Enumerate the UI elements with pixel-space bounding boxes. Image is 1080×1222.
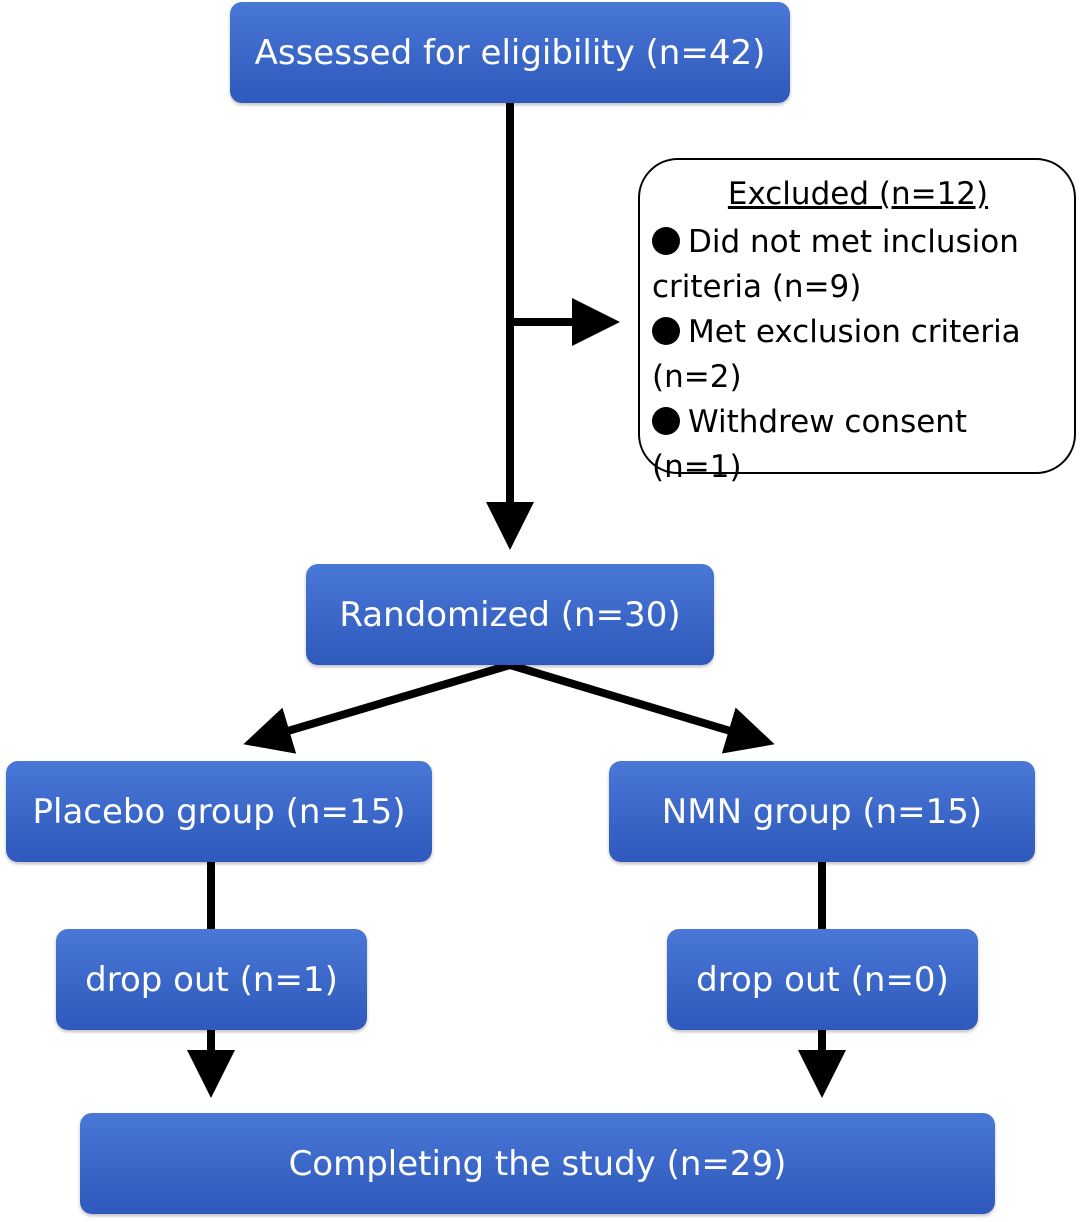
- bullet-icon: [652, 227, 680, 255]
- placebo-group-box: Placebo group (n=15): [6, 761, 432, 862]
- dropout-nmn-label: drop out (n=0): [696, 959, 949, 1000]
- randomized-box: Randomized (n=30): [306, 564, 714, 665]
- dropout-nmn-box: drop out (n=0): [667, 929, 978, 1030]
- arrow-randomized-to-nmn: [508, 661, 775, 754]
- assessed-label: Assessed for eligibility (n=42): [254, 32, 766, 73]
- excluded-item: Met exclusion criteria (n=2): [652, 310, 1064, 400]
- nmn-group-box: NMN group (n=15): [609, 761, 1035, 862]
- bullet-icon: [652, 407, 680, 435]
- bullet-icon: [652, 317, 680, 345]
- excluded-item: Withdrew consent (n=1): [652, 400, 1064, 490]
- randomized-label: Randomized (n=30): [339, 594, 681, 635]
- excluded-item: Did not met inclusion criteria (n=9): [652, 220, 1064, 310]
- excluded-box: Excluded (n=12) Did not met inclusion cr…: [638, 158, 1076, 485]
- assessed-box: Assessed for eligibility (n=42): [230, 2, 790, 103]
- nmn-group-label: NMN group (n=15): [661, 791, 983, 832]
- excluded-title: Excluded (n=12): [727, 176, 989, 212]
- placebo-group-label: Placebo group (n=15): [32, 791, 406, 832]
- excluded-item-label: Did not met inclusion criteria (n=9): [652, 224, 1019, 305]
- completed-study-label: Completing the study (n=29): [288, 1143, 787, 1184]
- completed-study-box: Completing the study (n=29): [80, 1113, 995, 1214]
- arrow-randomized-to-placebo: [243, 661, 512, 754]
- excluded-item-label: Met exclusion criteria (n=2): [652, 314, 1021, 395]
- excluded-item-label: Withdrew consent (n=1): [652, 404, 968, 485]
- dropout-placebo-box: drop out (n=1): [56, 929, 367, 1030]
- dropout-placebo-label: drop out (n=1): [85, 959, 338, 1000]
